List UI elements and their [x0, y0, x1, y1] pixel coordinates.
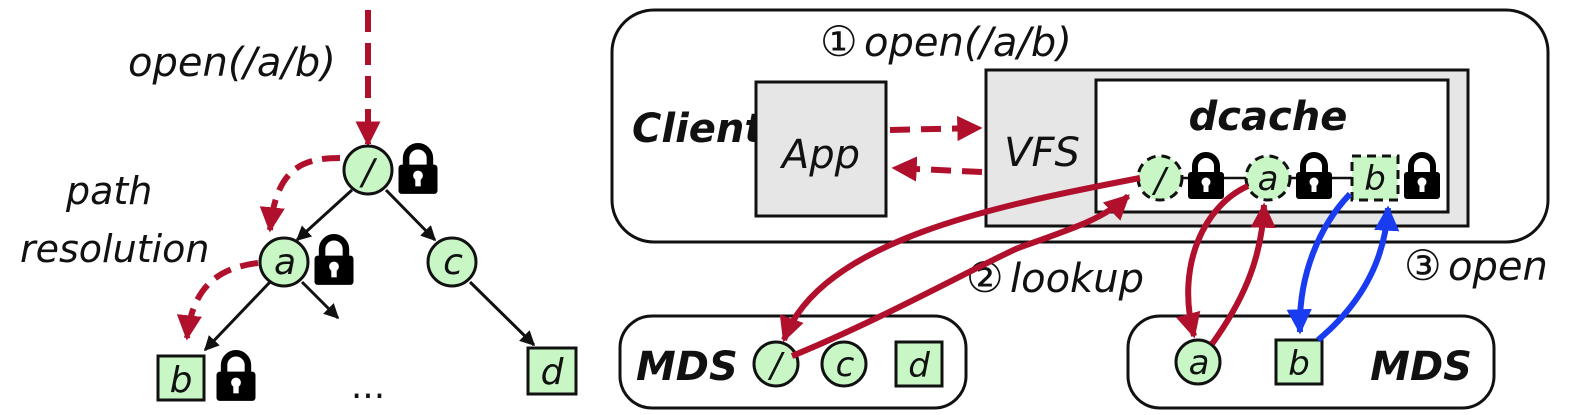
- mds1-node-root-label: /: [767, 346, 785, 386]
- app-label: App: [779, 132, 860, 178]
- edge-a-more: [300, 280, 340, 320]
- app-box: [754, 80, 888, 218]
- mds1-node-d-label: d: [908, 346, 930, 386]
- tree-node-c-label: c: [443, 242, 463, 283]
- open-b-reply-arrow: [1316, 205, 1400, 343]
- edge-root-c: [384, 188, 437, 242]
- dcache-entry-root-label: /: [1151, 161, 1169, 201]
- tree-node-a-label: a: [274, 242, 296, 283]
- lock-icon: [399, 146, 438, 194]
- mds2-node-b-label: b: [1288, 344, 1310, 384]
- vfs-label: VFS: [1004, 130, 1080, 176]
- mds1-node-c-label: c: [836, 345, 855, 385]
- tree-node-b-label: b: [170, 360, 193, 401]
- tree-node-root: [342, 144, 394, 196]
- path-resolution-tree: open(/a/b) path resolution / a c b d ...: [20, 10, 578, 407]
- tree-node-c: [426, 236, 478, 288]
- open-call-label: open(/a/b): [128, 40, 336, 86]
- lookup-request-arrow: [779, 175, 1141, 343]
- path-label: path: [65, 169, 152, 213]
- mds2-node-b: [1274, 338, 1324, 386]
- mds2-node-a: [1174, 338, 1222, 386]
- open-b-request-arrow: [1286, 191, 1353, 335]
- edge-c-d: [468, 280, 536, 347]
- resolution-label: resolution: [20, 227, 209, 271]
- mds2-node-a-label: a: [1189, 343, 1210, 383]
- lookup-a-reply-arrow: [1209, 202, 1276, 346]
- system-diagram: ① open(/a/b) Client App VFS dcache / a b…: [610, 8, 1550, 410]
- mds1-node-c: [820, 340, 868, 388]
- mds1-node-root: [752, 340, 800, 388]
- lookup-a-request-arrow: [1175, 183, 1250, 339]
- step3-text: open: [1448, 244, 1548, 290]
- resolve-a-to-b-arrow: [176, 260, 259, 341]
- mds1-label: MDS: [636, 344, 738, 390]
- mds1-node-d: [894, 340, 944, 388]
- step1-number: ①: [820, 17, 858, 66]
- dcache-entry-a-label: a: [1258, 159, 1279, 199]
- dcache-label: dcache: [1189, 94, 1348, 140]
- step1-text: open(/a/b): [864, 20, 1072, 66]
- edge-root-a: [295, 188, 354, 242]
- app-to-vfs-arrow: [889, 115, 983, 142]
- lock-icon: [217, 353, 256, 401]
- resolve-root-to-a-arrow: [259, 155, 341, 233]
- dcache-entry-b-label: b: [1364, 159, 1386, 199]
- edge-a-b: [203, 280, 272, 352]
- tree-node-a: [258, 236, 310, 288]
- dcache-entry-b: [1350, 154, 1400, 202]
- tree-node-d: [526, 346, 578, 396]
- dcache-entry-a: [1244, 154, 1292, 202]
- client-label: Client: [632, 106, 765, 152]
- mds2-label: MDS: [1370, 344, 1472, 390]
- step3-number: ③: [1404, 241, 1442, 290]
- ellipsis: ...: [351, 366, 385, 407]
- lookup-reply-arrow: [790, 196, 1128, 359]
- step2-text: lookup: [1010, 256, 1144, 302]
- tree-node-b: [156, 354, 206, 402]
- tree-node-root-label: /: [359, 152, 378, 193]
- vfs-to-app-arrow: [891, 156, 983, 182]
- lock-icon: [315, 237, 354, 285]
- tree-node-d-label: d: [541, 352, 565, 393]
